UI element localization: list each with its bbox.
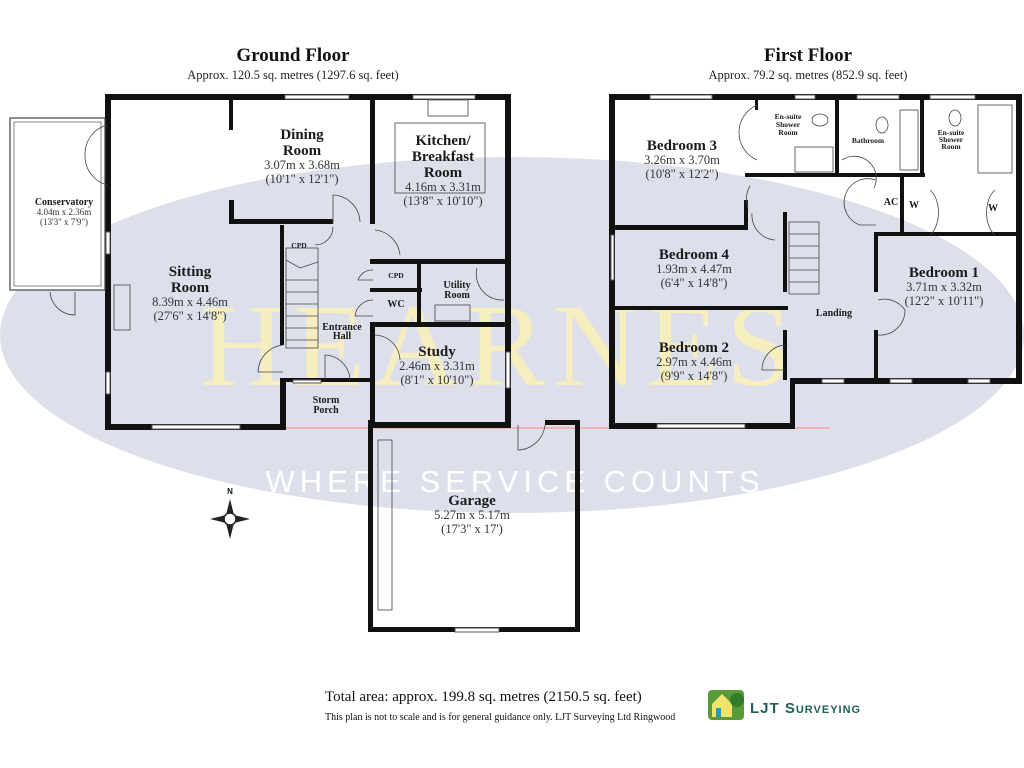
sitting-name-1: Sitting [169, 264, 212, 280]
bedroom1-name: Bedroom 1 [909, 265, 979, 281]
ensuite1-name-2: Shower [776, 120, 801, 129]
bathroom-name: Bathroom [852, 136, 885, 145]
bedroom4-metric: 1.93m x 4.47m [656, 262, 732, 276]
total-area: Total area: approx. 199.8 sq. metres (21… [325, 689, 642, 705]
bedroom1-imperial: (12'2" x 10'11") [905, 294, 984, 308]
bedroom2-metric: 2.97m x 4.46m [656, 355, 732, 369]
disclaimer: This plan is not to scale and is for gen… [325, 712, 675, 723]
sitting-name-2: Room [171, 280, 210, 296]
garage-name: Garage [448, 493, 496, 509]
compass-north-label: N [227, 487, 233, 496]
garage-metric: 5.27m x 5.17m [434, 508, 510, 522]
dining-name-2: Room [283, 143, 322, 159]
kitchen-metric: 4.16m x 3.31m [405, 180, 481, 194]
sitting-imperial: (27'6" x 14'8") [153, 309, 226, 323]
ensuite1-name-3: Room [778, 128, 798, 137]
w1-name: W [909, 200, 919, 211]
conservatory-imperial: (13'3" x 7'9") [40, 217, 88, 227]
ground-floor-walls [9, 94, 580, 633]
bedroom1-metric: 3.71m x 3.32m [906, 280, 982, 294]
ensuite2-name-2: Shower [939, 135, 964, 144]
kitchen-name-3: Room [424, 165, 463, 181]
watermark: HEARNES WHERE SERVICE COUNTS [0, 157, 1024, 513]
bedroom2-name: Bedroom 2 [659, 340, 729, 356]
wc-name: WC [387, 299, 404, 310]
conservatory-name: Conservatory [35, 197, 93, 208]
bedroom2-imperial: (9'9" x 14'8") [661, 369, 728, 383]
kitchen-name-2: Breakfast [412, 149, 474, 165]
ground-floor-title: Ground Floor [236, 45, 350, 66]
first-floor-area: Approx. 79.2 sq. metres (852.9 sq. feet) [709, 68, 908, 82]
entrance-name-1: Entrance [322, 322, 362, 333]
dining-metric: 3.07m x 3.68m [264, 158, 340, 172]
bedroom3-imperial: (10'8" x 12'2") [645, 167, 718, 181]
cpd-2-name: CPD [388, 271, 404, 280]
bedroom3-metric: 3.26m x 3.70m [644, 153, 720, 167]
ac-name: AC [884, 197, 898, 208]
ensuite2-name-1: En-suite [938, 128, 965, 137]
first-floor-title: First Floor [764, 45, 853, 66]
utility-name-2: Room [444, 290, 470, 301]
study-imperial: (8'1" x 10'10") [400, 373, 473, 387]
entrance-name-2: Hall [333, 331, 352, 342]
conservatory-metric: 4.04m x 2.36m [37, 207, 92, 217]
w2-name: W [988, 203, 998, 214]
bedroom4-name: Bedroom 4 [659, 247, 730, 263]
first-floor-labels: Bedroom 3 3.26m x 3.70m (10'8" x 12'2") … [644, 112, 998, 383]
study-name: Study [418, 344, 456, 360]
porch-name-2: Porch [313, 405, 339, 416]
dining-name-1: Dining [280, 127, 324, 143]
watermark-tagline: WHERE SERVICE COUNTS [265, 464, 764, 499]
utility-name-1: Utility [443, 280, 470, 291]
cpd-1-name: CPD [291, 241, 307, 250]
kitchen-name-1: Kitchen/ [416, 133, 472, 149]
logo-text: LJT Surveying [750, 700, 861, 717]
ground-floor-area: Approx. 120.5 sq. metres (1297.6 sq. fee… [187, 68, 398, 82]
ensuite2-name-3: Room [941, 142, 961, 151]
ground-floor-labels: Conservatory 4.04m x 2.36m (13'3" x 7'9"… [35, 127, 510, 536]
kitchen-imperial: (13'8" x 10'10") [403, 194, 482, 208]
study-metric: 2.46m x 3.31m [399, 359, 475, 373]
porch-name-1: Storm [313, 395, 340, 406]
ensuite1-name-1: En-suite [775, 112, 802, 121]
bedroom3-name: Bedroom 3 [647, 138, 717, 154]
compass-icon: N [210, 487, 250, 539]
first-floor-walls [609, 94, 1022, 429]
dining-imperial: (10'1" x 12'1") [265, 172, 338, 186]
sitting-metric: 8.39m x 4.46m [152, 295, 228, 309]
landing-name: Landing [816, 308, 852, 319]
bedroom4-imperial: (6'4" x 14'8") [661, 276, 728, 290]
garage-imperial: (17'3" x 17') [441, 522, 503, 536]
ljt-logo: LJT Surveying [708, 690, 861, 720]
watermark-brand: HEARNES [200, 280, 800, 411]
